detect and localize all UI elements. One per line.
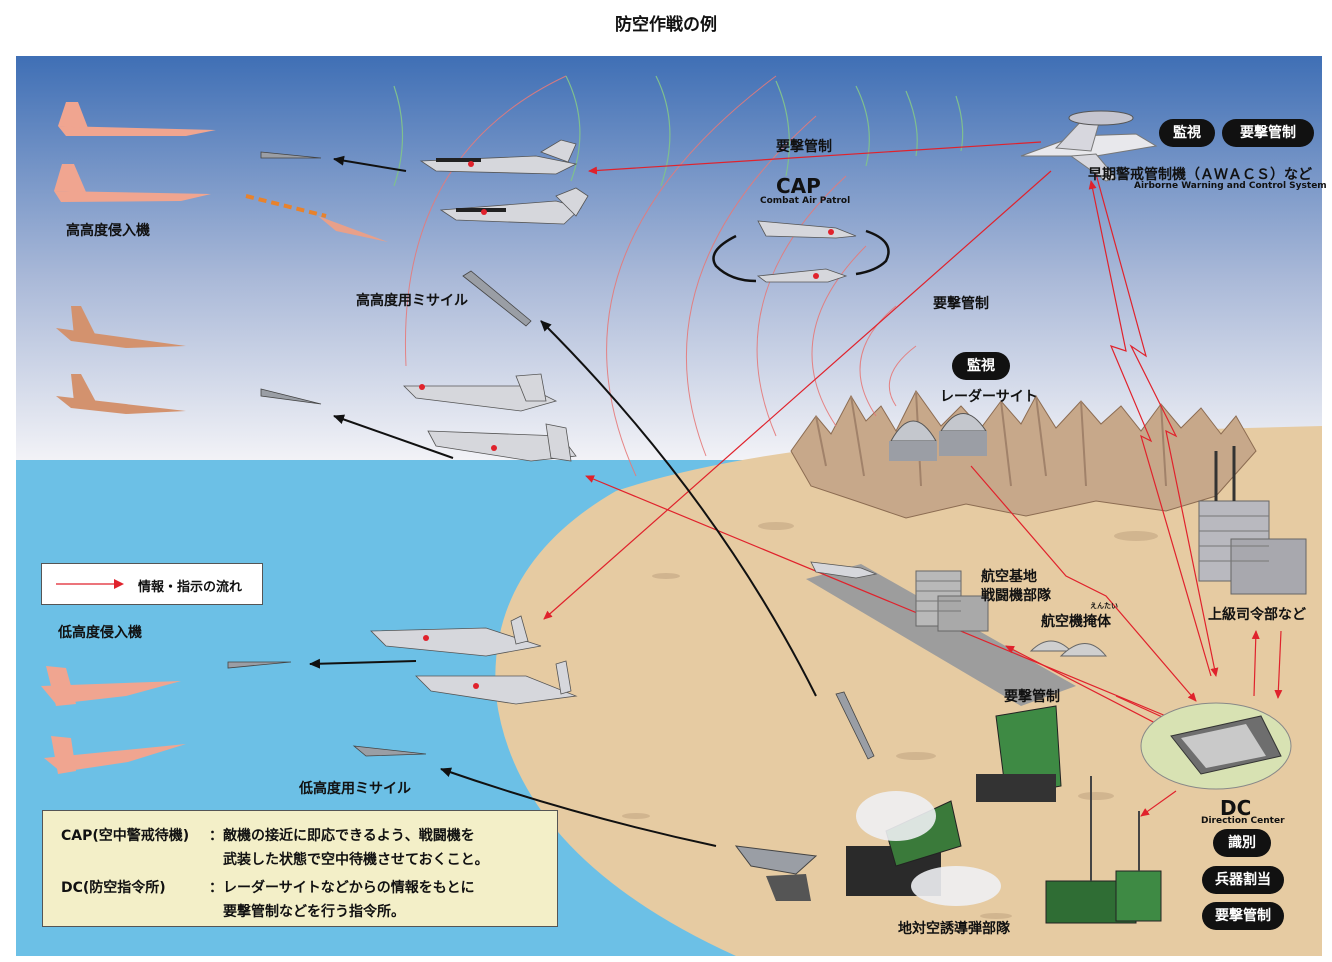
low-intruder-2 [44, 744, 186, 772]
note-cap-line1: 敵機の接近に即応できるよう、戦闘機を [223, 828, 475, 844]
page-title: 防空作戦の例 [615, 15, 717, 35]
label-low-intruder: 低高度侵入機 [58, 625, 142, 641]
hq-buildings [1198, 446, 1307, 595]
label-hq: 上級司令部など [1208, 607, 1306, 623]
pill-radar-monitor: 監視 [952, 352, 1010, 380]
note-dc-colon: ： [209, 880, 223, 896]
label-awacs-sub: Airborne Warning and Control System [1134, 181, 1327, 191]
label-shelter-ruby: えんたい [1090, 602, 1118, 610]
sam-radar [976, 705, 1062, 802]
ground-fighter [810, 561, 878, 579]
label-air-base-2: 戦闘機部隊 [981, 588, 1051, 604]
legend-text: 情報・指示の流れ [138, 580, 243, 595]
sam-vehicle [1045, 776, 1162, 924]
pill-dc-weapons: 兵器割当 [1202, 866, 1284, 894]
label-shelter: 航空機掩体 [1041, 614, 1111, 630]
direction-center-bunker [1140, 702, 1292, 790]
high-altitude-missile [462, 270, 532, 327]
enemy-missile-2 [260, 388, 322, 405]
label-radar-site: レーダーサイト [940, 389, 1038, 405]
label-dc-sub: Direction Center [1201, 816, 1285, 826]
label-awacs: 早期警戒管制機（ＡＷＡＣＳ）など [1088, 167, 1312, 183]
aircraft-shelters [1029, 640, 1108, 657]
enemy-missile-4 [352, 745, 427, 757]
note-dc-line1: レーダーサイトなどからの情報をもとに [223, 880, 475, 896]
awacs-aircraft [1020, 110, 1158, 182]
radar-domes [889, 413, 987, 461]
label-sam: 地対空誘導弾部隊 [898, 921, 1010, 937]
air-defense-scene: 高高度侵入機 高高度用ミサイル 低高度侵入機 低高度用ミサイル 要撃管制 要撃管… [16, 56, 1327, 956]
note-cap-colon: ： [209, 828, 223, 844]
enemy-missile-3 [227, 661, 292, 669]
legend-arrow [56, 579, 124, 589]
label-cap-sub: Combat Air Patrol [760, 196, 851, 206]
notes-box: CAP(空中警戒待機) ： 敵機の接近に即応できるよう、戦闘機を 武装した状態で… [42, 810, 558, 927]
note-cap-term: CAP(空中警戒待機) [61, 828, 190, 844]
short-range-missile-launcher [734, 845, 818, 901]
low-intruder-1 [41, 681, 181, 704]
fighter-f15-1 [403, 385, 558, 412]
runway [806, 564, 1076, 706]
label-high-intruder: 高高度侵入機 [66, 223, 150, 239]
cap-orbit [712, 234, 757, 283]
fighter-f4-2 [439, 200, 582, 225]
sam-launcher [846, 791, 1001, 906]
pill-dc-identify: 識別 [1213, 829, 1271, 857]
sam-missile [835, 691, 875, 760]
fighter-low-1 [370, 627, 542, 657]
enemy-missile-1 [260, 151, 322, 159]
note-dc-term: DC(防空指令所) [61, 880, 166, 896]
label-low-missile: 低高度用ミサイル [299, 781, 411, 797]
legend: 情報・指示の流れ [41, 563, 263, 605]
high-intruder-2 [54, 191, 211, 202]
pill-awacs-monitor: 監視 [1159, 119, 1215, 147]
enemy-cruise-missile [318, 216, 388, 242]
air-base-buildings [915, 570, 989, 632]
label-intercept-top: 要撃管制 [776, 139, 832, 155]
scene-illustration [16, 56, 1322, 956]
pill-dc-intercept: 要撃管制 [1202, 902, 1284, 930]
note-cap-line2: 武装した状態で空中待機させておくこと。 [223, 852, 489, 868]
label-dc: DC [1220, 796, 1252, 820]
land [495, 426, 1322, 956]
label-air-base-1: 航空基地 [981, 569, 1037, 585]
high-intruder-1 [58, 126, 216, 136]
label-intercept-mid: 要撃管制 [933, 296, 989, 312]
note-dc-line2: 要撃管制などを行う指令所。 [223, 904, 405, 920]
label-cap: CAP [776, 174, 821, 198]
fighter-low-2 [415, 675, 578, 705]
label-intercept-runway: 要撃管制 [1004, 689, 1060, 705]
cap-fighter-2 [756, 268, 848, 283]
label-high-missile: 高高度用ミサイル [356, 293, 468, 309]
pill-awacs-intercept: 要撃管制 [1222, 119, 1314, 147]
